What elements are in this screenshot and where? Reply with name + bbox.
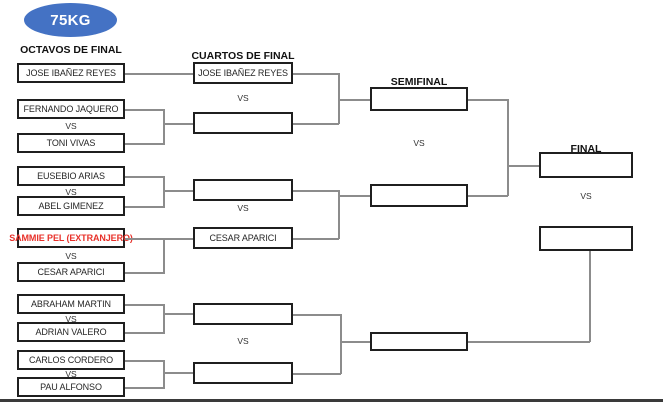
connector-line [293, 123, 339, 125]
connector-line [125, 73, 193, 75]
connector-line [338, 195, 370, 197]
connector-line [338, 190, 340, 239]
weight-class-badge: 75KG [24, 3, 117, 37]
bottom-divider [0, 399, 663, 402]
semifinal-box-3 [370, 332, 468, 351]
cuartos-box-6 [193, 362, 293, 384]
cuartos-box-5 [193, 303, 293, 325]
octavos-box-8: ABRAHAM MARTIN [17, 294, 125, 314]
connector-line [338, 73, 340, 124]
connector-line [163, 123, 193, 125]
vs-label: VS [237, 93, 249, 103]
octavos-box-11: PAU ALFONSO [17, 377, 125, 397]
vs-label: VS [65, 314, 77, 324]
connector-line [125, 238, 193, 240]
connector-line [125, 143, 165, 145]
octavos-box-6-foreign: SAMMIE PEL (EXTRANJERO) [9, 228, 133, 248]
octavos-box-1: JOSE IBAÑEZ REYES [17, 63, 125, 83]
octavos-box-2: FERNANDO JAQUERO [17, 99, 125, 119]
round-header-cuartos: CUARTOS DE FINAL [191, 50, 295, 62]
connector-line [507, 99, 509, 196]
cuartos-box-3 [193, 179, 293, 201]
connector-line [468, 99, 508, 101]
connector-line [163, 109, 165, 144]
octavos-box-9: ADRIAN VALERO [17, 322, 125, 342]
cuartos-box-1: JOSE IBAÑEZ REYES [193, 62, 293, 84]
connector-line [293, 190, 339, 192]
round-header-octavos: OCTAVOS DE FINAL [20, 44, 122, 56]
connector-line [340, 341, 370, 343]
connector-line [163, 372, 193, 374]
connector-line [163, 313, 193, 315]
round-header-semifinal: SEMIFINAL [390, 76, 448, 88]
final-box-1 [539, 152, 633, 178]
octavos-box-4: EUSEBIO ARIAS [17, 166, 125, 186]
connector-line [163, 176, 165, 207]
connector-line [125, 109, 165, 111]
connector-line [125, 272, 165, 274]
connector-line [125, 360, 165, 362]
vs-label: VS [580, 191, 592, 201]
octavos-box-10: CARLOS CORDERO [17, 350, 125, 370]
cuartos-box-2 [193, 112, 293, 134]
connector-line [163, 190, 193, 192]
connector-line [293, 373, 341, 375]
connector-line [468, 195, 508, 197]
connector-line [125, 387, 165, 389]
connector-line [340, 314, 342, 374]
vs-label: VS [237, 203, 249, 213]
connector-line [125, 332, 165, 334]
vs-label: VS [65, 251, 77, 261]
connector-line [125, 206, 165, 208]
connector-line [125, 304, 165, 306]
weight-class-label: 75KG [50, 11, 91, 29]
connector-line [589, 251, 591, 342]
connector-line [163, 304, 165, 333]
vs-label: VS [65, 121, 77, 131]
connector-line [163, 360, 165, 388]
final-box-2 [539, 226, 633, 251]
semifinal-box-1 [370, 87, 468, 111]
vs-label: VS [237, 336, 249, 346]
vs-label: VS [65, 187, 77, 197]
connector-line [338, 99, 370, 101]
connector-line [125, 176, 165, 178]
connector-line [293, 238, 339, 240]
octavos-box-7: CESAR APARICI [17, 262, 125, 282]
connector-line [293, 73, 339, 75]
vs-label: VS [65, 369, 77, 379]
connector-line [507, 165, 539, 167]
octavos-box-5: ABEL GIMENEZ [17, 196, 125, 216]
octavos-box-3: TONI VIVAS [17, 133, 125, 153]
connector-line [293, 314, 341, 316]
cuartos-box-4: CESAR APARICI [193, 227, 293, 249]
semifinal-box-2 [370, 184, 468, 207]
connector-line [468, 341, 590, 343]
vs-label: VS [413, 138, 425, 148]
connector-line [163, 238, 165, 273]
